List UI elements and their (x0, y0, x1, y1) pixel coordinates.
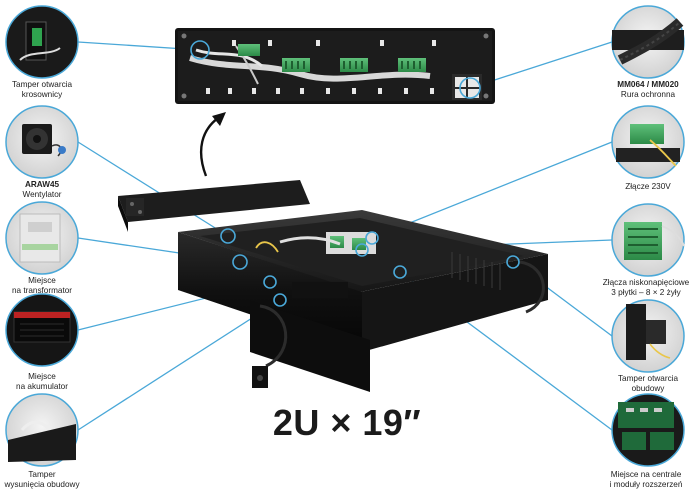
arrow-head (212, 112, 226, 126)
caption-line: Miejsce (28, 372, 56, 381)
caption-model: MM064 / MM020 (617, 80, 679, 89)
caption-line: Rura ochronna (620, 90, 676, 99)
thumb-tamper-pullout (5, 393, 79, 467)
thumb-tamper-housing (611, 299, 685, 373)
caption-line: wysunięcia obudowy (4, 480, 80, 489)
size-title: 2U × 19″ (272, 402, 422, 443)
caption-line: Miejsce (28, 276, 56, 285)
caption-tamper-housing: Tamper otwarcia obudowy (600, 374, 695, 394)
curved-arrow (199, 117, 219, 177)
caption-line: na akumulator (16, 382, 68, 391)
caption-line: Wentylator (22, 190, 62, 199)
caption-tamper-door: Tamper otwarcia krosownicy (0, 80, 90, 100)
caption-fan: ARAW45 Wentylator (0, 180, 90, 200)
caption-line: Tamper otwarcia (617, 374, 679, 383)
caption-line: Miejsce na centrale (610, 470, 682, 479)
thumb-fan (5, 105, 79, 179)
caption-line: krosownicy (21, 90, 63, 99)
caption-line: 3 płytki – 8 × 2 żyły (611, 288, 681, 297)
caption-line: Złącze 230V (625, 182, 671, 191)
caption-battery: Miejsce na akumulator (0, 372, 90, 392)
caption-model: ARAW45 (24, 180, 60, 189)
caption-line: Tamper (28, 470, 56, 479)
caption-line: i moduły rozszerzeń (609, 480, 683, 489)
thumb-tamper-door (5, 5, 79, 79)
caption-conduit: MM064 / MM020 Rura ochronna (600, 80, 695, 100)
caption-line: obudowy (631, 384, 665, 393)
caption-line: na transformator (11, 286, 73, 295)
thumb-connector-230 (611, 105, 685, 179)
thumb-lv-connectors (611, 203, 685, 277)
thumb-panel-space (611, 393, 685, 467)
thumb-battery (5, 293, 79, 367)
caption-line: Złącza niskonapięciowe (602, 278, 690, 287)
caption-lv-connectors: Złącza niskonapięciowe 3 płytki – 8 × 2 … (598, 278, 694, 298)
caption-connector-230: Złącze 230V (600, 182, 695, 192)
thumb-transformer (5, 201, 79, 275)
enclosure-photo (118, 180, 548, 392)
caption-line: Tamper otwarcia (11, 80, 73, 89)
caption-panel-space: Miejsce na centrale i moduły rozszerzeń (598, 470, 694, 490)
thumb-conduit (611, 5, 685, 79)
caption-tamper-pullout: Tamper wysunięcia obudowy (0, 470, 90, 490)
patch-panel-photo (175, 28, 495, 104)
caption-transformer: Miejsce na transformator (0, 276, 90, 296)
